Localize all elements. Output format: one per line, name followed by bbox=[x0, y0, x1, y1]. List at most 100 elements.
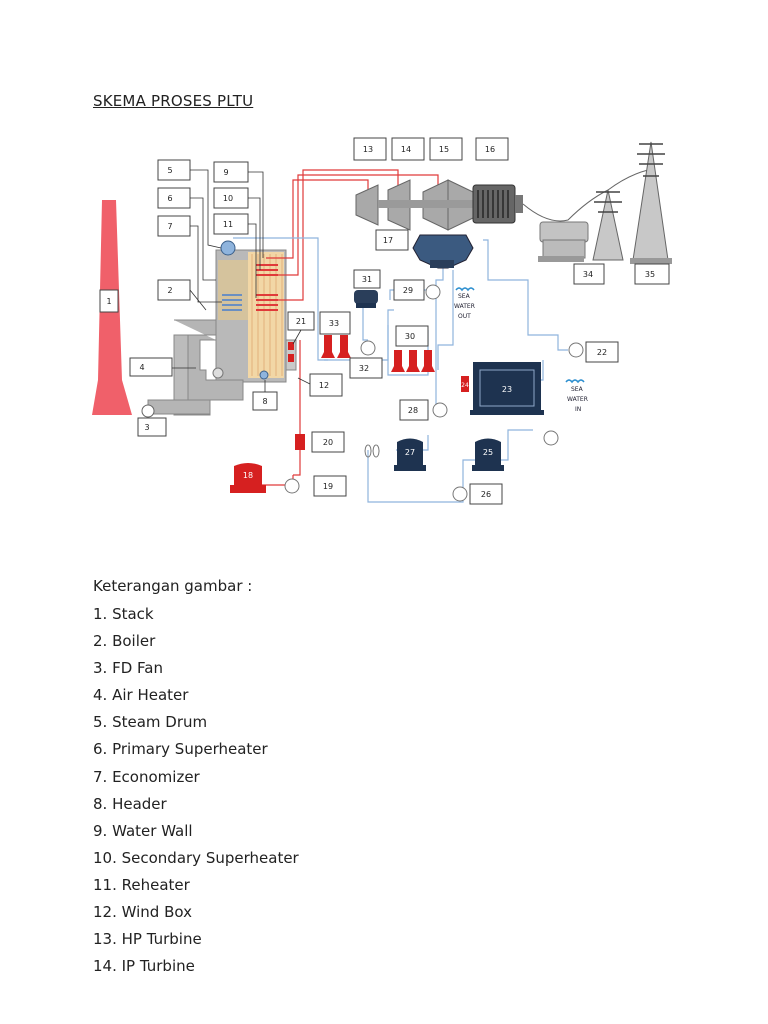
legend-item: 13. HP Turbine bbox=[93, 930, 202, 949]
tank-25-base bbox=[472, 465, 504, 471]
air-heater bbox=[173, 334, 189, 416]
turbine-shaft bbox=[378, 200, 478, 208]
header bbox=[259, 370, 269, 380]
generator-fins bbox=[477, 190, 509, 218]
transmission-tower-large bbox=[632, 141, 669, 261]
transmission-tower-large-arms bbox=[637, 143, 665, 177]
water-line-31 bbox=[362, 305, 368, 341]
water-line-deaerator bbox=[437, 270, 454, 370]
deaerator bbox=[354, 290, 378, 304]
pump-22 bbox=[568, 342, 584, 358]
deaerator-base bbox=[356, 303, 376, 308]
heater-30a bbox=[391, 350, 405, 372]
air-heater-bottom bbox=[147, 399, 211, 415]
hp-turbine bbox=[355, 184, 379, 226]
tank-27-base bbox=[394, 465, 426, 471]
diagram-label-32: 32 bbox=[359, 364, 369, 373]
diagram-label-5: 5 bbox=[167, 166, 172, 175]
diagram-label-17: 17 bbox=[383, 236, 393, 245]
diagram-label-15: 15 bbox=[439, 145, 449, 154]
diagram-label-13: 13 bbox=[363, 145, 373, 154]
sea-water-in-waves bbox=[565, 379, 585, 384]
legend-list: 1. Stack 2. Boiler 3. FD Fan 4. Air Heat… bbox=[93, 604, 299, 983]
diagram-label-31: 31 bbox=[362, 275, 372, 284]
valve-21b bbox=[288, 354, 294, 362]
air-duct bbox=[174, 319, 244, 416]
diagram-label-14: 14 bbox=[401, 145, 411, 154]
pump-28 bbox=[432, 402, 448, 418]
heater-33b bbox=[337, 335, 351, 358]
diagram-label-10: 10 bbox=[223, 194, 233, 203]
diagram-label-9: 9 bbox=[223, 168, 228, 177]
pump-29 bbox=[425, 284, 441, 300]
legend-item: 1. Stack bbox=[93, 605, 154, 623]
heater-30c bbox=[421, 350, 435, 372]
pump-26 bbox=[452, 486, 468, 502]
leader-lines bbox=[172, 169, 311, 392]
cooling-unit-feet bbox=[470, 410, 544, 415]
legend-item: 9. Water Wall bbox=[93, 821, 193, 840]
diagram-label-35: 35 bbox=[645, 270, 655, 279]
transformer bbox=[539, 221, 589, 243]
tank-25 bbox=[475, 438, 501, 466]
sea-water-in-text-2: WATER bbox=[567, 396, 588, 403]
tank-18-base bbox=[230, 485, 266, 493]
sea-water-in-text-1: SEA bbox=[571, 386, 584, 393]
fd-fan bbox=[141, 404, 155, 418]
diagram-label-25: 25 bbox=[483, 448, 493, 457]
diagram-label-20: 20 bbox=[323, 438, 333, 447]
water-line-right bbox=[483, 239, 568, 351]
legend-item: 12. Wind Box bbox=[93, 903, 192, 922]
diagram-label-30: 30 bbox=[405, 332, 415, 341]
diagram-label-19: 19 bbox=[323, 482, 333, 491]
filter-27 bbox=[364, 444, 380, 458]
valve-21 bbox=[288, 342, 294, 350]
tower-large-base bbox=[630, 258, 672, 264]
generator-end bbox=[515, 195, 523, 213]
transformer-base bbox=[538, 256, 584, 262]
sea-water-out-text-3: OUT bbox=[458, 313, 471, 320]
steam-drum bbox=[220, 240, 236, 256]
boiler-inner bbox=[248, 252, 284, 378]
pump-32 bbox=[360, 340, 376, 356]
heater-33a bbox=[321, 335, 335, 358]
diagram-label-24: 24 bbox=[461, 382, 469, 389]
tank-18 bbox=[234, 463, 262, 486]
legend-item: 8. Header bbox=[93, 794, 167, 813]
diagram-label-34: 34 bbox=[583, 270, 593, 279]
diagram-label-4: 4 bbox=[139, 363, 144, 372]
steam-line-hp bbox=[278, 169, 399, 301]
legend-item: 10. Secondary Superheater bbox=[93, 848, 299, 867]
steam-line-reheat bbox=[278, 174, 439, 276]
legend-item: 6. Primary Superheater bbox=[93, 740, 268, 759]
diagram-label-12: 12 bbox=[319, 381, 329, 390]
diagram-label-6: 6 bbox=[167, 194, 172, 203]
sea-water-out-text-1: SEA bbox=[458, 293, 471, 300]
feed-line-red bbox=[293, 340, 301, 476]
water-line-lower bbox=[367, 429, 533, 503]
diagram-label-11: 11 bbox=[223, 220, 233, 229]
diagram-label-27: 27 bbox=[405, 448, 415, 457]
diagram-label-22: 22 bbox=[597, 348, 607, 357]
valve-20 bbox=[295, 434, 305, 450]
diagram-label-3: 3 bbox=[144, 423, 149, 432]
cooling-unit-inner bbox=[479, 369, 535, 407]
diagram-label-29: 29 bbox=[403, 286, 413, 295]
diagram-label-16: 16 bbox=[485, 145, 495, 154]
diagram-label-33: 33 bbox=[329, 319, 339, 328]
steam-line-main bbox=[266, 179, 369, 259]
diagram-label-boxes: 1 2 3 4 5 6 7 8 9 10 11 12 13 14 15 16 1… bbox=[99, 137, 670, 505]
primary-superheater-coil bbox=[222, 294, 242, 311]
sea-water-out-waves bbox=[455, 287, 475, 292]
legend-item: 3. FD Fan bbox=[93, 659, 163, 678]
transmission-tower-small bbox=[592, 189, 624, 261]
transmission-tower-small-arms bbox=[594, 191, 622, 213]
legend-item: 14. IP Turbine bbox=[93, 957, 195, 976]
pump-14 bbox=[543, 430, 559, 446]
legend-item: 2. Boiler bbox=[93, 632, 156, 651]
water-line-condenser bbox=[433, 260, 444, 411]
diagram-label-28: 28 bbox=[408, 406, 418, 415]
condenser-base bbox=[430, 260, 454, 268]
water-line-top bbox=[233, 237, 328, 361]
diagram-label-2: 2 bbox=[167, 286, 172, 295]
